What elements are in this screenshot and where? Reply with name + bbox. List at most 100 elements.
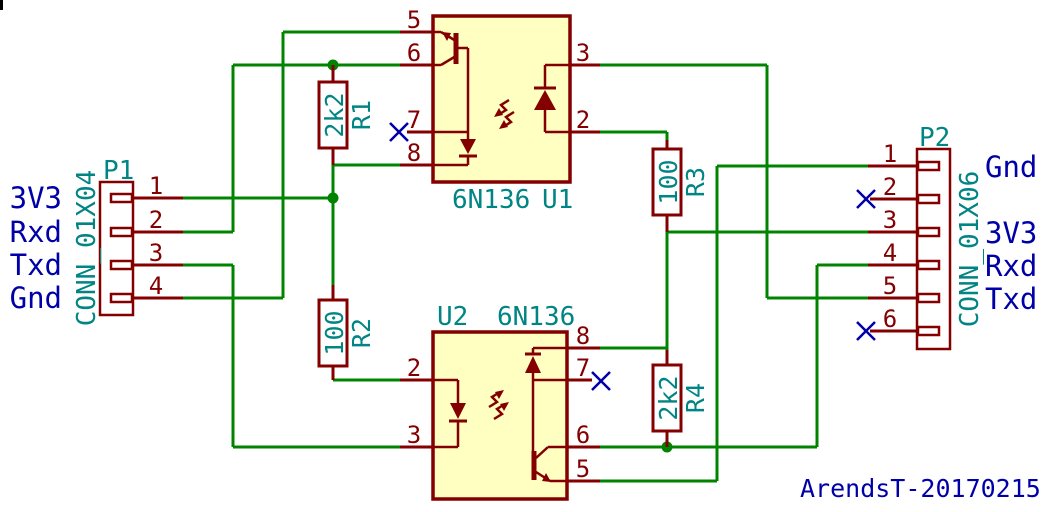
wire-rxd-right[interactable] [600, 263, 868, 449]
wire-gnd-left[interactable] [183, 30, 400, 300]
wire-3v3-left[interactable] [183, 163, 400, 285]
r1-value[interactable]: 2k2 [320, 92, 349, 137]
p2-body[interactable] [915, 147, 952, 351]
p2-pin-notch [916, 226, 941, 238]
connector-p1[interactable]: P1 CONN_01X04 1 2 3 4 [72, 156, 183, 326]
r1-ref[interactable]: R1 [347, 100, 376, 130]
u1-pin-number: 3 [576, 39, 590, 67]
r4-body[interactable] [651, 363, 683, 433]
connector-p2[interactable]: P2 CONN_01X06 1 2 3 4 5 6 [868, 123, 985, 351]
u1-light-arrow [497, 98, 510, 117]
resistor-r3[interactable]: 100 R3 [651, 140, 710, 232]
no-connect-x-p2pin6 [856, 321, 876, 341]
p1-pin-notch [109, 192, 134, 204]
p1-pin-notch [109, 226, 134, 238]
u1-pin-number: 8 [407, 139, 421, 167]
p2-pin-number: 1 [883, 140, 897, 168]
u1-internal-symbol [433, 30, 570, 167]
net-label-rxd[interactable]: Rxd [10, 215, 62, 249]
u1-pin-number: 7 [407, 106, 421, 134]
wire-rxd-left[interactable] [183, 63, 400, 234]
r2-body[interactable] [317, 298, 349, 368]
junction-dot[interactable] [327, 192, 339, 204]
net-label-gnd[interactable]: Gnd [985, 150, 1037, 184]
net-label-rxd[interactable]: Rxd [985, 249, 1037, 283]
u2-ref[interactable]: U2 [437, 302, 468, 332]
wire-3v3-right[interactable] [600, 230, 868, 350]
resistor-r1[interactable]: 2k2 R1 [317, 65, 376, 165]
u2-internal-symbol [433, 346, 567, 483]
wire-txd-left[interactable] [183, 263, 400, 449]
wires[interactable] [183, 30, 868, 483]
net-label-3v3[interactable]: 3V3 [10, 181, 62, 215]
p2-pin-number: 2 [883, 173, 897, 201]
u1-led [534, 90, 556, 110]
u1-pin-number: 2 [576, 106, 590, 134]
u1-pin-number: 5 [407, 6, 421, 34]
p1-ref[interactable]: P1 [103, 156, 134, 186]
p1-pin-stubs [133, 196, 183, 300]
p2-pin-notch [916, 325, 941, 337]
optocoupler-u2[interactable]: 2 3 8 7 6 5 U2 6N136 [400, 302, 600, 501]
no-connect-x-p2pin2 [856, 189, 876, 209]
p2-pin-notch [916, 160, 941, 172]
p1-pin-notch [109, 259, 134, 271]
u2-led [450, 403, 466, 419]
net-label-txd[interactable]: Txd [10, 248, 62, 282]
p2-pin-notch [916, 259, 941, 271]
p1-value[interactable]: CONN_01X04 [72, 170, 102, 327]
u1-ref[interactable]: U1 [542, 185, 573, 215]
u1-photodiode [460, 139, 476, 154]
net-label-gnd[interactable]: Gnd [10, 281, 62, 315]
p1-pin-number: 3 [149, 239, 163, 267]
net-labels-left[interactable]: 3V3 Rxd Txd Gnd [10, 181, 62, 315]
r3-value[interactable]: 100 [654, 159, 683, 204]
p2-pin-number: 6 [883, 305, 897, 333]
u2-emitter-arrow [542, 473, 551, 482]
optocoupler-u1[interactable]: 5 6 7 8 3 2 6N136 U1 [400, 6, 600, 215]
p1-pin-number: 2 [149, 206, 163, 234]
no-connect-x-u2pin7 [591, 371, 611, 391]
r4-value[interactable]: 2k2 [654, 375, 683, 420]
net-labels-right[interactable]: Gnd 3V3 Rxd Txd [985, 150, 1037, 316]
u2-pin-number: 8 [576, 322, 590, 350]
p2-pin-notch [916, 193, 941, 205]
u2-pin-number: 3 [407, 421, 421, 449]
resistor-r2[interactable]: 100 R2 [317, 285, 376, 380]
u2-light-arrow [493, 402, 506, 421]
u2-pin-stubs [400, 346, 600, 483]
p2-pin-number: 5 [883, 272, 897, 300]
u2-photodiode [525, 356, 541, 373]
p2-pin-number: 3 [883, 206, 897, 234]
wire-u1pin2-r3[interactable] [600, 130, 669, 140]
u1-light-arrow [502, 110, 515, 129]
p1-pin-number: 1 [149, 172, 163, 200]
u2-pin-number: 7 [576, 354, 590, 382]
r4-ref[interactable]: R4 [681, 383, 710, 413]
wire-u1pin3-txd-right[interactable] [600, 63, 868, 300]
u1-pin-number: 6 [407, 39, 421, 67]
r2-value[interactable]: 100 [320, 310, 349, 355]
p2-value[interactable]: CONN_01X06 [955, 171, 985, 328]
net-label-3v3[interactable]: 3V3 [985, 216, 1037, 250]
p1-pin-notch [109, 292, 134, 304]
r1-body[interactable] [317, 80, 349, 150]
resistor-r4[interactable]: 2k2 R4 [651, 350, 710, 447]
wire-gnd-right[interactable] [600, 164, 868, 483]
u1-pin-stubs [400, 30, 600, 167]
u2-light-arrow [488, 390, 501, 409]
u1-value[interactable]: 6N136 [452, 185, 530, 215]
r3-ref[interactable]: R3 [681, 167, 710, 197]
p2-pin-notch [916, 292, 941, 304]
p2-pin-number: 4 [883, 239, 897, 267]
u2-pin-number: 5 [576, 455, 590, 483]
net-label-txd[interactable]: Txd [985, 282, 1037, 316]
screen-corner-mark [0, 0, 3, 10]
p2-ref[interactable]: P2 [919, 123, 950, 153]
u2-value[interactable]: 6N136 [497, 302, 575, 332]
r2-ref[interactable]: R2 [347, 318, 376, 348]
no-connect-x-u1pin7 [389, 122, 409, 142]
title-annotation[interactable]: ArendsT-20170215 [800, 474, 1041, 503]
r3-body[interactable] [651, 147, 683, 217]
